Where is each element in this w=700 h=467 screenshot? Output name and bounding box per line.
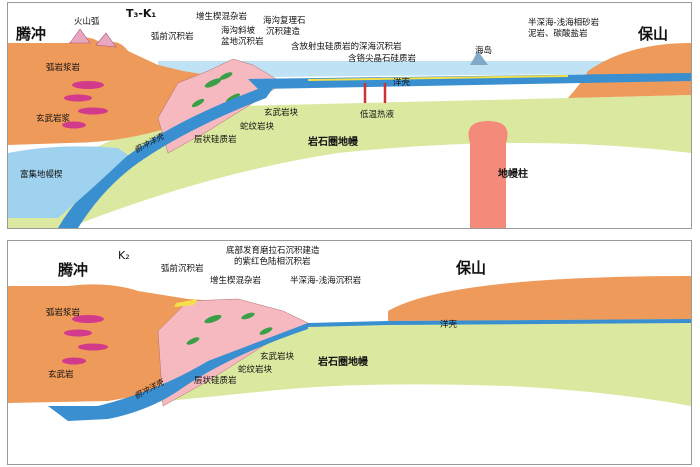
label-serpentinite-block: 蛇纹岩块 [238,364,273,375]
upper-cross-section-panel: 腾冲 保山 T₃-K₁ 火山弧 弧前沉积岩 增生楔混杂岩 海沟斜坡 盆地沉积岩 … [7,2,692,229]
label-layered-chert: 层状硅质岩 [194,375,237,386]
era-label: K₂ [118,249,130,262]
arc-magma-blob [78,107,108,115]
arc-magma-blob [62,121,86,129]
left-continental-crust [8,37,278,145]
label-ocean-crust: 洋壳 [440,319,458,330]
era-label: T₃-K₁ [126,7,156,20]
ocean-crust-surface [308,319,691,327]
label-basalt-magma: 玄武岩浆 [36,113,71,124]
arc-magma-blob [64,94,92,102]
region-label-tengchong: 腾冲 [57,261,88,279]
label-lithospheric-mantle: 岩石圈地幔 [307,135,359,148]
seamount [470,51,488,65]
region-label-baoshan: 保山 [637,25,668,43]
label-molasse-1: 底部发育磨拉石沉积建造 [226,245,320,256]
label-seamount: 海岛 [475,45,492,56]
label-accretion-melange: 增生楔混杂岩 [210,275,262,286]
label-lithospheric-mantle: 岩石圈地幔 [317,355,369,368]
right-continental-crust [388,276,691,321]
lower-cross-section-panel: 腾冲 保山 K₂ 弧前沉积岩 增生楔混杂岩 底部发育磨拉石沉积建造 的紫红色陆相… [7,240,692,465]
serpentinite-lens [204,78,222,88]
serpentinite-lens [219,72,233,80]
label-chromite-siliceous: 含铬尖晶石硅质岩 [348,53,417,64]
label-basalt-block: 玄武岩块 [264,107,299,118]
serpentinite-lens [191,98,205,108]
label-semi-deep-sediment: 半深海-浅海沉积岩 [290,275,362,286]
label-flysch-construction: 沉积建造 [266,26,301,37]
label-arc-magma: 弧岩浆岩 [46,62,81,73]
ocean-crust-surface [248,73,691,89]
ocean-water [158,61,691,78]
label-mudstone-carbonate: 泥岩、碳酸盐岩 [528,28,588,39]
label-forearc-sediment: 弧前沉积岩 [151,31,194,42]
forearc-sediment-strip [174,299,198,307]
label-arc-magma: 弧岩浆岩 [46,307,81,318]
label-semi-deep-sandstone: 半深海-浅海相砂岩 [528,17,600,28]
serpentinite-lens [241,312,255,320]
enriched-mantle-wedge [8,146,128,218]
region-label-baoshan: 保山 [455,259,486,277]
label-accretion-melange: 增生楔混杂岩 [196,11,248,22]
label-volcanic-arc: 火山弧 [74,16,100,27]
mantle-plume [468,121,508,228]
label-basin-sediment: 盆地沉积岩 [221,36,264,47]
serpentinite-lens [225,93,241,103]
lower-cross-section-diagram: 腾冲 保山 K₂ 弧前沉积岩 增生楔混杂岩 底部发育磨拉石沉积建造 的紫红色陆相… [8,241,691,464]
label-serpentinite-block: 蛇纹岩块 [240,121,275,132]
label-low-temp-fluid: 低温热液 [360,109,395,120]
arc-magma-blob [78,343,108,351]
serpentinite-lens [186,337,200,345]
siliceous-sediment-layer [308,75,568,81]
label-mantle-plume: 地幔柱 [498,167,528,180]
label-basalt-block: 玄武岩块 [260,351,295,362]
label-ocean-crust: 洋壳 [393,77,411,88]
label-molasse-2: 的紫红色陆相沉积岩 [234,256,311,267]
arc-magma-blob [62,357,86,365]
arc-magma-blob [64,329,92,337]
label-basalt: 玄武岩 [48,369,74,380]
arc-magma-blob [72,81,104,89]
upper-cross-section-diagram: 腾冲 保山 T₃-K₁ 火山弧 弧前沉积岩 增生楔混杂岩 海沟斜坡 盆地沉积岩 … [8,3,691,228]
volcano-cone-1 [69,28,91,44]
region-label-tengchong: 腾冲 [15,25,46,43]
arc-magma-blob [72,315,104,323]
label-radiolarian-sediment: 含放射虫硅质岩的深海沉积岩 [291,41,402,52]
right-continental-crust [568,43,691,98]
serpentinite-lens [204,314,222,324]
serpentinite-lens [259,327,273,335]
volcano-cone-2 [95,32,117,48]
label-enriched-mantle-wedge: 富集地幔楔 [20,169,63,180]
label-trench-flysch: 海沟复理石 [263,15,306,26]
label-trench-slope: 海沟斜坡 [221,25,256,36]
label-layered-chert: 层状硅质岩 [194,134,237,145]
asthenosphere [68,143,691,228]
subducting-slab [58,81,278,228]
label-forearc-sediment: 弧前沉积岩 [161,263,204,274]
subducting-slab [48,323,308,421]
